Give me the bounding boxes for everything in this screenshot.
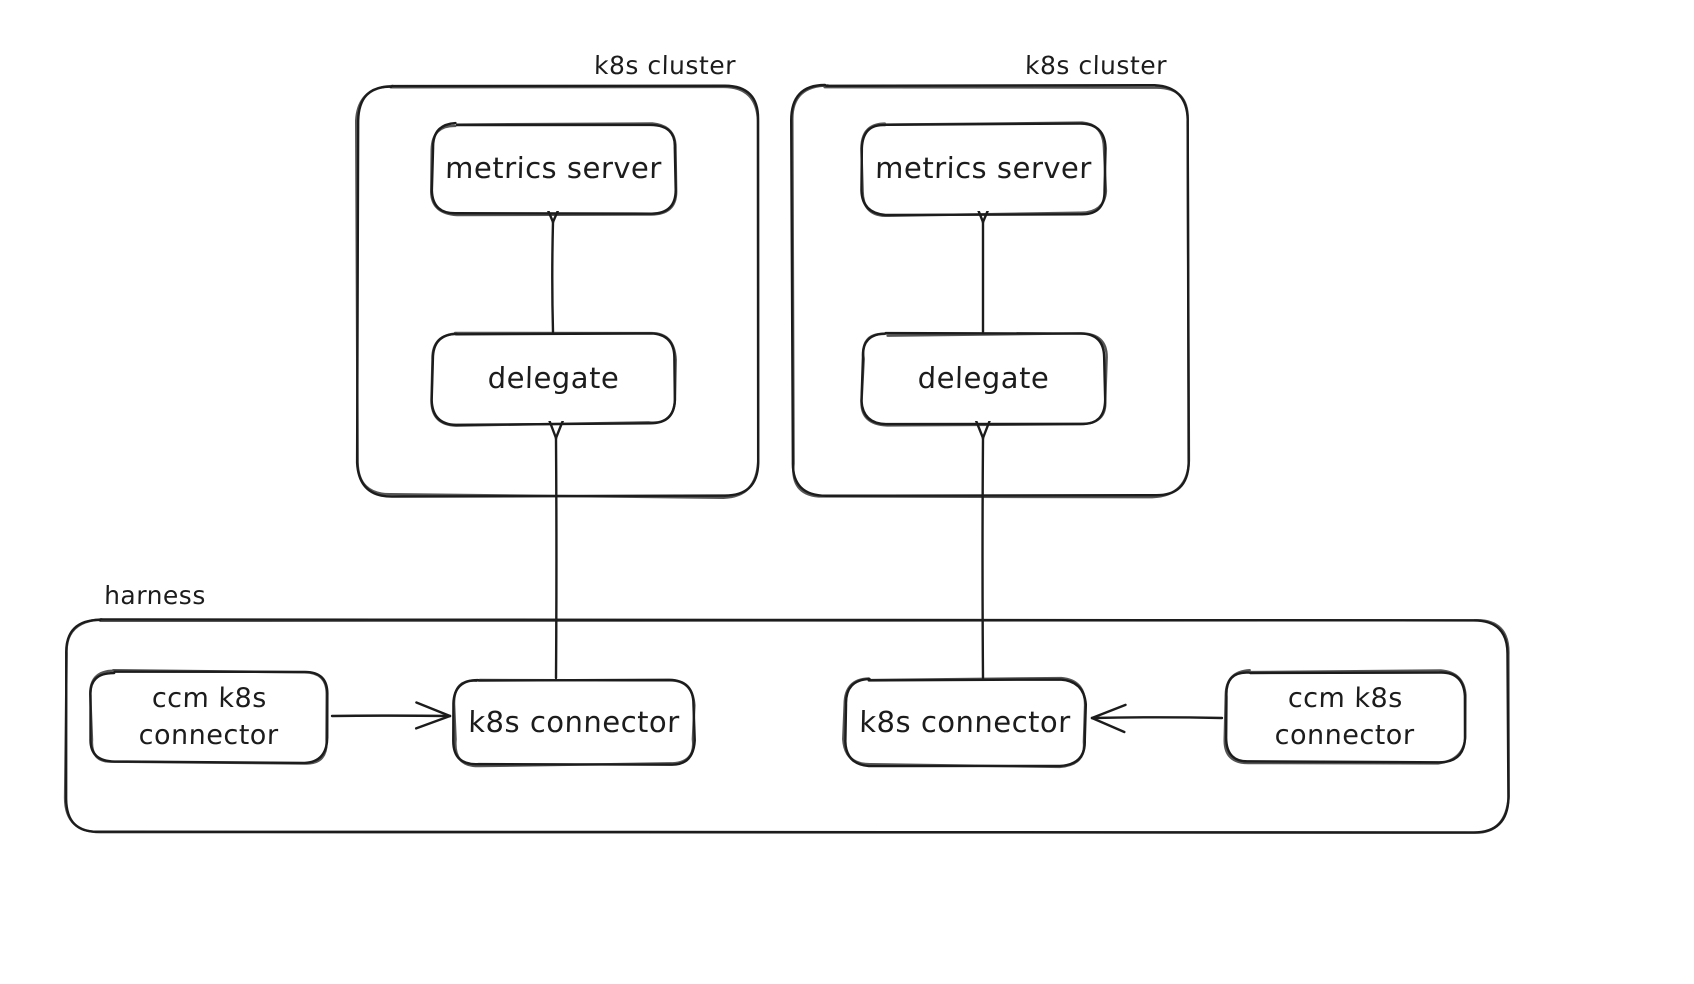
group-container-layer [63, 83, 1510, 834]
edge-k8s-connector-to-delegate-left [541, 402, 571, 680]
node-metrics-server-left[interactable] [429, 121, 678, 217]
node-metrics-server-right[interactable] [860, 121, 1108, 218]
node-k8s-connector-left[interactable] [452, 678, 696, 768]
node-ccm-k8s-connector-left[interactable] [89, 669, 329, 765]
group-harness [63, 618, 1510, 834]
node-k8s-connector-right[interactable] [842, 676, 1088, 769]
edge-k8s-connector-to-delegate-right [968, 402, 998, 680]
edge-ccm-to-k8s-connector-right [1090, 703, 1224, 734]
group-k8s-cluster-left [354, 84, 760, 499]
group-k8s-cluster-right [790, 83, 1191, 499]
node-delegate-left[interactable] [430, 331, 677, 427]
node-ccm-k8s-connector-right[interactable] [1223, 669, 1467, 765]
node-delegate-right[interactable] [860, 331, 1108, 427]
node-layer [89, 121, 1467, 769]
edge-ccm-to-k8s-connector-left [330, 701, 452, 730]
edge-layer [330, 186, 1224, 734]
